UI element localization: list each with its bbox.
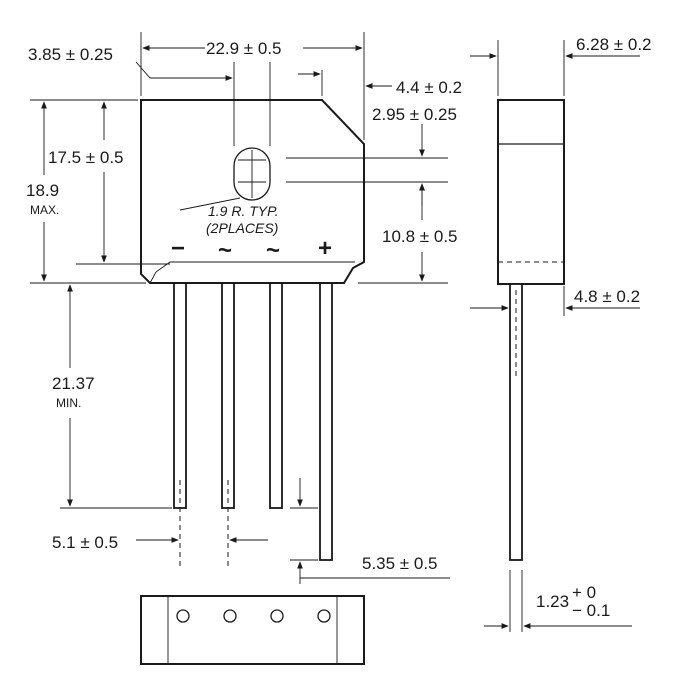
lower-dimensions: 5.1 ± 0.5 5.35 ± 0.5: [52, 478, 450, 584]
dim-lead-offset: 5.35 ± 0.5: [362, 554, 438, 573]
pin-hole-3: [270, 609, 284, 623]
pin-hole-4: [317, 609, 331, 623]
pin-hole-1: [176, 609, 190, 623]
lead-positive: [319, 261, 333, 561]
mounting-hole-slot: [233, 147, 271, 201]
bridge-body-bottom: [140, 595, 365, 665]
dim-body-height: 17.5 ± 0.5: [48, 148, 124, 167]
pin-hole-2: [223, 609, 237, 623]
lead-side: [509, 283, 523, 561]
body-lower-edge: [149, 261, 355, 284]
dim-hole-from-top: 2.95 ± 0.25: [372, 105, 457, 124]
dim-width-total: 22.9 ± 0.5: [206, 39, 282, 58]
right-dimensions: 2.95 ± 0.25 10.8 ± 0.5 1.9 R. TYP. (2PLA…: [179, 105, 458, 284]
hole-note-line2: (2PLACES): [206, 220, 278, 236]
lead-ac-2: [269, 261, 283, 509]
dim-max-height: 18.9: [26, 181, 59, 200]
pin-mark-ac-1: ~: [218, 237, 232, 264]
dim-lead-length-note: MIN.: [56, 396, 81, 410]
top-dimensions: 22.9 ± 0.5 3.85 ± 0.25 4.4 ± 0.2: [28, 32, 462, 146]
bottom-view: [140, 595, 365, 665]
dim-side-lead-pos: 4.8 ± 0.2: [574, 287, 640, 306]
dim-lead-thickness-tol-minus: − 0.1: [572, 601, 610, 620]
pin-mark-negative: −: [171, 235, 185, 262]
dim-hole-to-bottom: 10.8 ± 0.5: [382, 227, 458, 246]
lead-ac-1: [221, 261, 235, 509]
bridge-body-front: [140, 99, 365, 284]
bridge-body-side: [497, 99, 565, 285]
dim-lead-thickness: 1.23: [536, 592, 569, 611]
dim-chamfer: 4.4 ± 0.2: [396, 78, 462, 97]
front-view: − ~ ~ +: [140, 99, 448, 570]
dim-left-offset: 3.85 ± 0.25: [28, 45, 113, 64]
dim-pitch: 5.1 ± 0.5: [52, 533, 118, 552]
hole-note-line1: 1.9 R. TYP.: [208, 203, 279, 219]
lead-negative: [173, 261, 187, 509]
pin-mark-ac-2: ~: [266, 237, 280, 264]
left-dimensions: 17.5 ± 0.5 18.9 MAX. 21.37 MIN.: [26, 99, 172, 509]
dim-max-height-note: MAX.: [30, 203, 59, 217]
side-view: 6.28 ± 0.2 4.8 ± 0.2 1.23 + 0 − 0.1: [470, 35, 652, 632]
dim-lead-thickness-tol-plus: + 0: [572, 583, 596, 602]
pin-mark-positive: +: [318, 235, 332, 262]
dim-thickness: 6.28 ± 0.2: [576, 35, 652, 54]
dim-lead-length: 21.37: [52, 374, 95, 393]
